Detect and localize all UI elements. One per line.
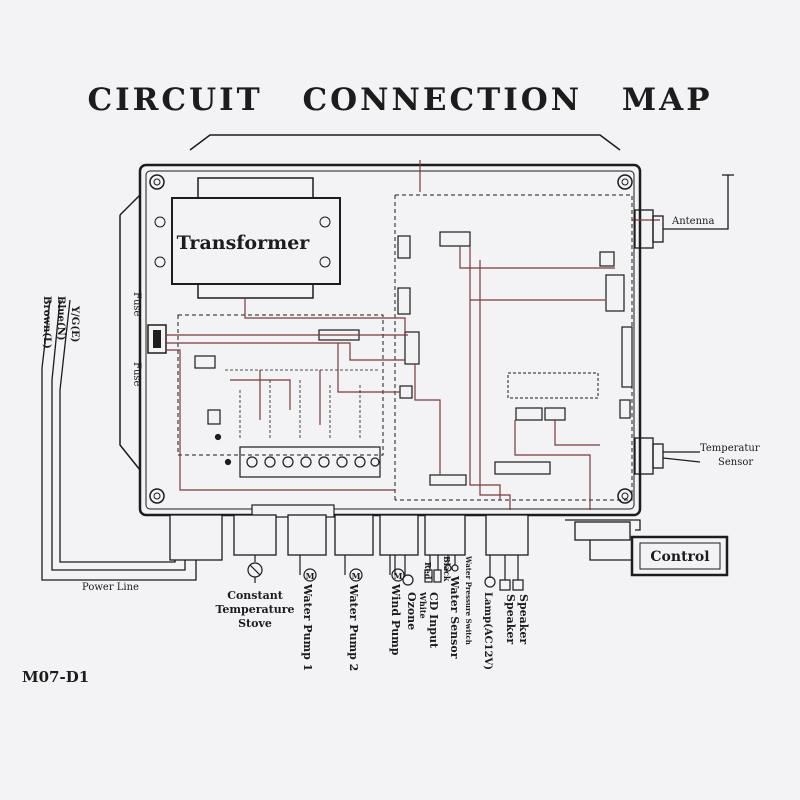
output-leads	[247, 555, 519, 583]
lamp-label: Lamp(AC12V)	[482, 592, 493, 670]
enclosure	[119, 134, 642, 517]
water-pump-1-label: Water Pump 1	[301, 583, 314, 671]
power-line-label: Power Line	[82, 582, 139, 593]
stove-label-1: Constant	[227, 589, 283, 602]
control-panel-connector: Control	[565, 519, 729, 577]
ozone-icon	[402, 574, 414, 586]
water-pressure-switch-label: Water Pressure Switch	[464, 555, 473, 645]
wind-pump-label: Wind Pump	[389, 583, 402, 656]
pump2-motor-icon	[349, 568, 363, 582]
transformer: Transformer	[154, 177, 341, 299]
water-sensor-icon	[444, 564, 452, 572]
temperature-sensor-label-1: Temperatur	[700, 443, 760, 454]
speaker-icon-1	[499, 579, 511, 591]
water-sensor-label: Water Sensor	[448, 575, 461, 659]
wire-label-blue: Blue(N)	[55, 296, 66, 341]
antenna-label: Antenna	[671, 216, 714, 227]
fuse-label-bottom: Fuse	[131, 362, 142, 387]
stove-label-2: Temperature	[215, 603, 294, 616]
white-wire-label: White	[418, 591, 428, 619]
transformer-label: Transformer	[177, 232, 311, 254]
diagram-title: CIRCUIT CONNECTION MAP	[87, 82, 713, 118]
pump1-motor-icon	[303, 568, 317, 582]
speaker-icon-2	[512, 579, 524, 591]
lamp-icon	[484, 576, 496, 588]
cd-input-label: CD Input	[427, 592, 440, 649]
water-sensor-icon-2	[451, 564, 459, 572]
control-board	[177, 194, 633, 501]
temperature-sensor: Temperatur Sensor	[634, 437, 760, 475]
speaker-2-label: Speaker	[517, 594, 530, 644]
antenna: Antenna	[634, 174, 734, 249]
fuse-label-top: Fuse	[131, 292, 142, 317]
board-connectors	[194, 231, 633, 518]
internal-wiring	[166, 160, 660, 510]
cable-glands	[169, 514, 529, 561]
water-pump-2-label: Water Pump 2	[347, 583, 360, 671]
wind-pump-motor-icon	[391, 568, 405, 582]
ozone-label: Ozone	[405, 592, 418, 630]
model-number: M07-D1	[22, 668, 90, 686]
red-wire-label: Red	[423, 562, 433, 580]
pump2-motor-symbol: M	[352, 571, 361, 581]
device-icons	[402, 564, 524, 591]
pump1-motor-symbol: M	[306, 571, 315, 581]
stove-label-3: Stove	[238, 617, 272, 630]
cd-input-red-plug-icon	[424, 569, 433, 583]
wire-label-yg: Y/G(E)	[69, 305, 80, 342]
terminal-block	[214, 433, 381, 478]
black-wire-label: Black	[442, 556, 452, 582]
temperature-sensor-label-2: Sensor	[718, 457, 753, 468]
fuse-holder: Fuse Fuse	[131, 292, 167, 387]
wire-label-brown: Brown(L)	[41, 296, 52, 349]
wind-pump-motor-symbol: M	[394, 571, 403, 581]
dashed-wiring	[225, 369, 380, 440]
power-line: Power Line	[41, 299, 197, 593]
speaker-1-label: Speaker	[504, 594, 517, 644]
cd-input-white-plug-icon	[433, 569, 442, 583]
motor-icons	[303, 568, 405, 582]
control-label: Control	[650, 549, 709, 565]
